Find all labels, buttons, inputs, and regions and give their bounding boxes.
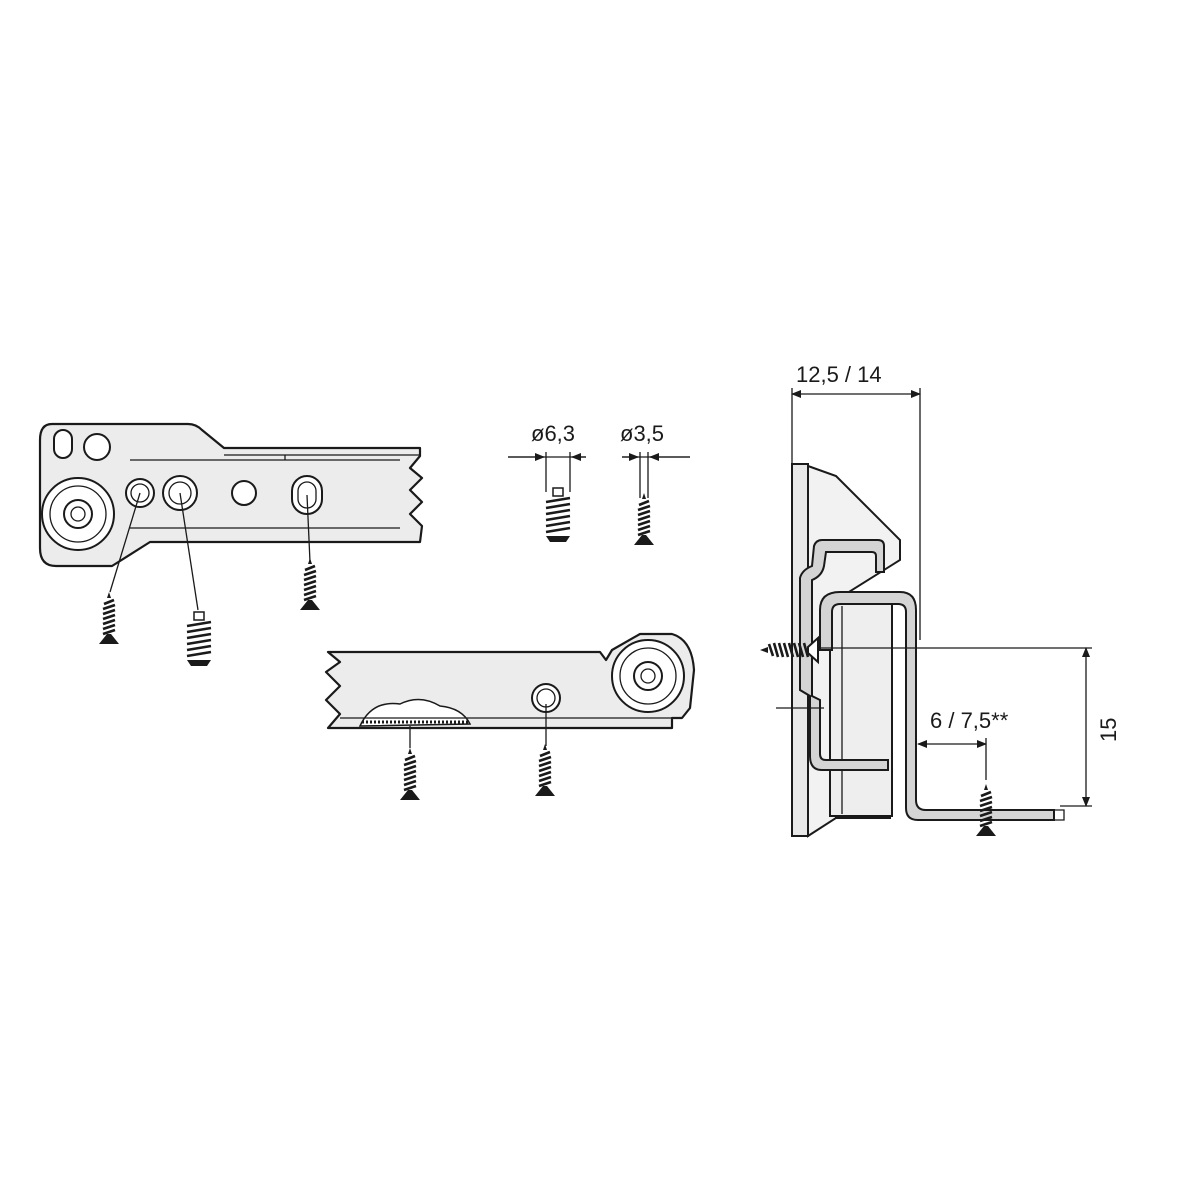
dia-small-label: ø3,5 bbox=[620, 421, 664, 446]
offset-dimension-label: 6 / 7,5** bbox=[930, 708, 1009, 733]
slot-hole bbox=[53, 429, 73, 459]
dia-large-label: ø6,3 bbox=[531, 421, 575, 446]
roller-wheel bbox=[41, 477, 115, 551]
bottom-runner bbox=[324, 632, 696, 748]
euro-screw-icon bbox=[545, 487, 571, 542]
cross-section: 12,5 / 14 15 6 / 7,5** bbox=[760, 362, 1121, 838]
euro-screw-icon bbox=[186, 611, 212, 666]
screw-specs: ø6,3 ø3,5 bbox=[508, 421, 690, 547]
round-hole bbox=[83, 433, 111, 461]
screw-icon bbox=[632, 491, 656, 547]
mounting-hole bbox=[231, 480, 257, 506]
screw-icon bbox=[760, 635, 819, 665]
width-dimension-label: 12,5 / 14 bbox=[796, 362, 882, 387]
screw-icon bbox=[298, 556, 322, 612]
screw-icon bbox=[398, 746, 422, 802]
left-runner bbox=[38, 422, 424, 611]
screw-icon bbox=[533, 742, 557, 798]
screw-icon bbox=[97, 590, 121, 646]
height-dimension-label: 15 bbox=[1096, 718, 1121, 742]
roller-wheel bbox=[611, 639, 685, 713]
